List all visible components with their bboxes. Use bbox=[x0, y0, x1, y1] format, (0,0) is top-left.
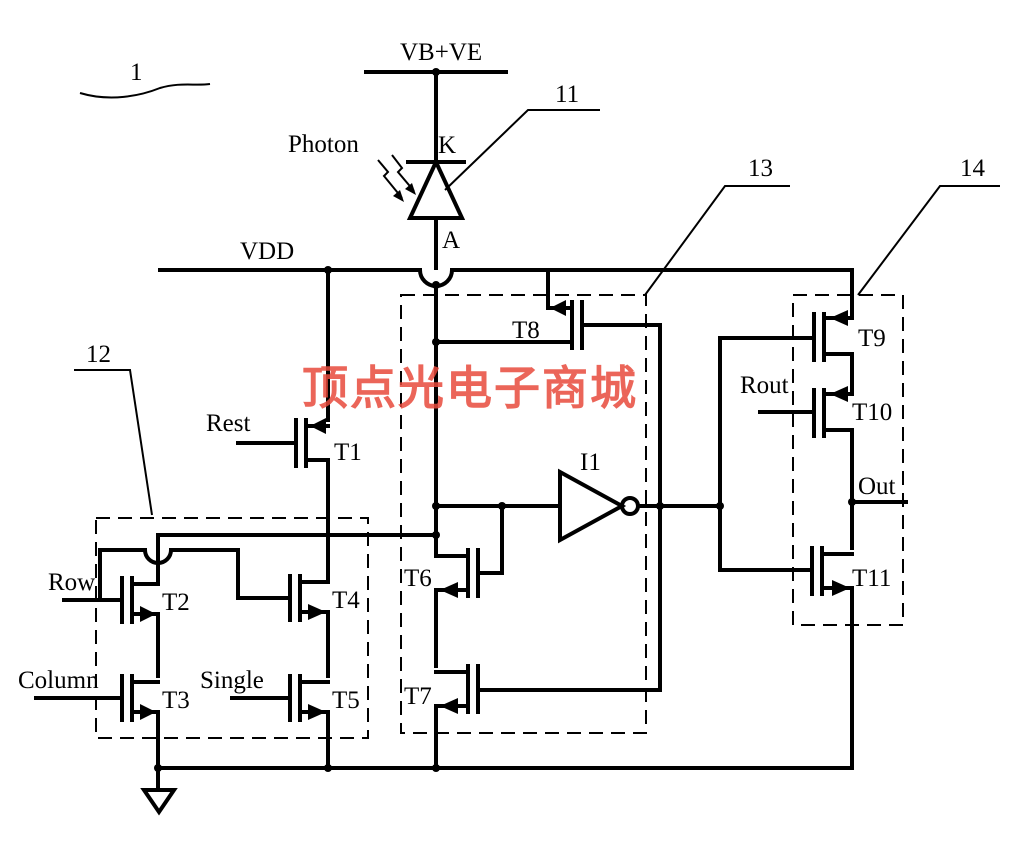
leader-12 bbox=[74, 369, 153, 516]
ref-13: 13 bbox=[748, 155, 773, 182]
transistor-icon bbox=[434, 300, 584, 350]
node-dot bbox=[716, 502, 724, 510]
ref-14: 14 bbox=[960, 155, 986, 182]
node-dot bbox=[432, 764, 440, 772]
label-supply-top: VB+VE bbox=[400, 39, 482, 66]
leader-13 bbox=[644, 185, 790, 296]
label-t10: T10 bbox=[852, 399, 892, 426]
label-out: Out bbox=[858, 473, 896, 500]
label-rout: Rout bbox=[740, 372, 789, 399]
transistor-icon bbox=[288, 674, 330, 722]
ref-11: 11 bbox=[555, 81, 579, 108]
label-t8: T8 bbox=[512, 317, 540, 344]
label-vdd: VDD bbox=[240, 238, 294, 265]
label-inverter: I1 bbox=[580, 449, 601, 476]
label-t5: T5 bbox=[332, 687, 360, 714]
label-anode: A bbox=[442, 227, 460, 254]
fig-squiggle bbox=[79, 83, 211, 99]
label-t1: T1 bbox=[334, 439, 362, 466]
wire-inv-to-t9-t11 bbox=[718, 336, 814, 572]
label-t9: T9 bbox=[858, 325, 886, 352]
watermark: 顶点光电子商城 bbox=[302, 361, 638, 415]
label-rest: Rest bbox=[206, 410, 251, 437]
label-single: Single bbox=[200, 667, 264, 694]
light-arrows-icon bbox=[377, 154, 416, 202]
block-12-outline bbox=[95, 517, 369, 739]
leader-11 bbox=[444, 109, 600, 191]
transistor-icon bbox=[294, 418, 330, 468]
wire-t6-gate bbox=[476, 504, 504, 575]
label-photon: Photon bbox=[288, 131, 359, 158]
transistor-icon bbox=[810, 546, 854, 596]
transistor-icon bbox=[812, 386, 854, 438]
transistor-icon bbox=[120, 674, 160, 722]
label-t6: T6 bbox=[404, 565, 432, 592]
ref-12: 12 bbox=[86, 341, 111, 368]
label-t11: T11 bbox=[852, 565, 891, 592]
node-dot bbox=[656, 502, 664, 510]
transistor-icon bbox=[120, 576, 160, 624]
node-dot bbox=[154, 764, 162, 772]
label-cathode: K bbox=[438, 132, 456, 159]
transistor-icon bbox=[288, 574, 330, 622]
vdd-rail bbox=[158, 268, 854, 288]
label-t3: T3 bbox=[162, 687, 190, 714]
transistor-icon bbox=[812, 310, 854, 362]
wire-t8-gate-feedback bbox=[580, 323, 662, 692]
transistor-icon bbox=[434, 548, 480, 598]
label-t2: T2 bbox=[162, 589, 190, 616]
wire-row-to-t4 bbox=[98, 548, 292, 602]
block-13-outline bbox=[400, 294, 647, 734]
label-t7: T7 bbox=[404, 683, 432, 710]
inverter-icon bbox=[558, 468, 640, 544]
wire-node-to-t2 bbox=[156, 533, 438, 562]
ground-icon bbox=[140, 788, 178, 816]
label-row: Row bbox=[48, 569, 95, 596]
leader-14 bbox=[857, 185, 1000, 296]
label-column: Column bbox=[18, 667, 99, 694]
block-14-outline bbox=[792, 294, 904, 626]
transistor-icon bbox=[434, 664, 480, 714]
photodiode-icon bbox=[406, 157, 466, 220]
node-dot bbox=[324, 764, 332, 772]
label-t4: T4 bbox=[332, 587, 360, 614]
figure-number: 1 bbox=[130, 59, 143, 86]
